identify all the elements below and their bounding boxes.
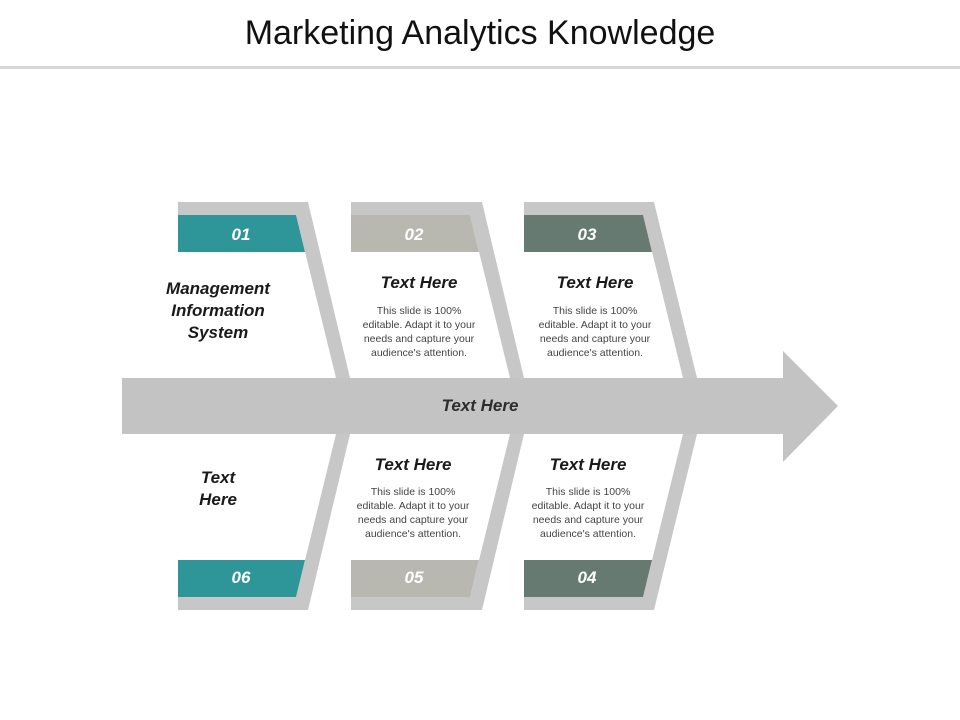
body-line: This slide is 100% — [370, 486, 456, 498]
body-line: editable. Adapt it to your — [531, 500, 645, 512]
heading-line: Text — [200, 468, 236, 487]
body-line: needs and capture your — [532, 514, 644, 526]
body-line: audience's attention. — [540, 528, 636, 540]
bottom-frame-2 — [351, 434, 524, 610]
body-line: This slide is 100% — [552, 305, 638, 317]
top-item-1-heading: Management Information System — [143, 278, 293, 344]
tab-06 — [178, 560, 305, 597]
bottom-item-2-heading: Text Here — [374, 455, 452, 474]
heading-line: Here — [199, 490, 237, 509]
tab-number-05: 05 — [404, 568, 424, 587]
body-line: editable. Adapt it to your — [538, 319, 652, 331]
bottom-item-1-heading: Text Here — [143, 467, 293, 511]
heading-line: Information — [171, 301, 265, 320]
title-divider — [0, 66, 960, 69]
bottom-item-3-heading: Text Here — [549, 455, 627, 474]
main-arrow — [122, 351, 838, 462]
body-line: audience's attention. — [365, 528, 461, 540]
page-title: Marketing Analytics Knowledge — [244, 14, 716, 52]
body-line: needs and capture your — [363, 333, 475, 345]
top-item-3-body: This slide is 100% editable. Adapt it to… — [525, 304, 665, 360]
top-frame-3 — [524, 202, 697, 378]
tab-01 — [178, 215, 305, 252]
bottom-frame-3 — [524, 434, 697, 610]
tab-03 — [524, 215, 652, 252]
body-line: audience's attention. — [547, 347, 643, 359]
body-line: needs and capture your — [357, 514, 469, 526]
tab-number-03: 03 — [577, 225, 597, 244]
bottom-frame-1 — [178, 434, 350, 610]
tab-number-01: 01 — [231, 225, 251, 244]
heading-line: System — [187, 323, 249, 342]
body-line: audience's attention. — [371, 347, 467, 359]
bottom-item-2-body: This slide is 100% editable. Adapt it to… — [343, 485, 483, 541]
arrow-label: Text Here — [441, 396, 519, 415]
top-frame-2 — [351, 202, 524, 378]
heading-line: Management — [166, 279, 270, 298]
tab-02 — [351, 215, 479, 252]
top-frame-1 — [178, 202, 350, 378]
tab-04 — [524, 560, 652, 597]
tab-number-06: 06 — [231, 568, 251, 587]
body-line: editable. Adapt it to your — [362, 319, 476, 331]
tab-05 — [351, 560, 479, 597]
body-line: needs and capture your — [539, 333, 651, 345]
top-item-2-body: This slide is 100% editable. Adapt it to… — [349, 304, 489, 360]
tab-number-04: 04 — [577, 568, 597, 587]
bottom-item-3-body: This slide is 100% editable. Adapt it to… — [518, 485, 658, 541]
body-line: editable. Adapt it to your — [356, 500, 470, 512]
body-line: This slide is 100% — [545, 486, 631, 498]
top-item-3-heading: Text Here — [556, 273, 634, 292]
tab-number-02: 02 — [404, 225, 424, 244]
top-item-2-heading: Text Here — [380, 273, 458, 292]
body-line: This slide is 100% — [376, 305, 462, 317]
